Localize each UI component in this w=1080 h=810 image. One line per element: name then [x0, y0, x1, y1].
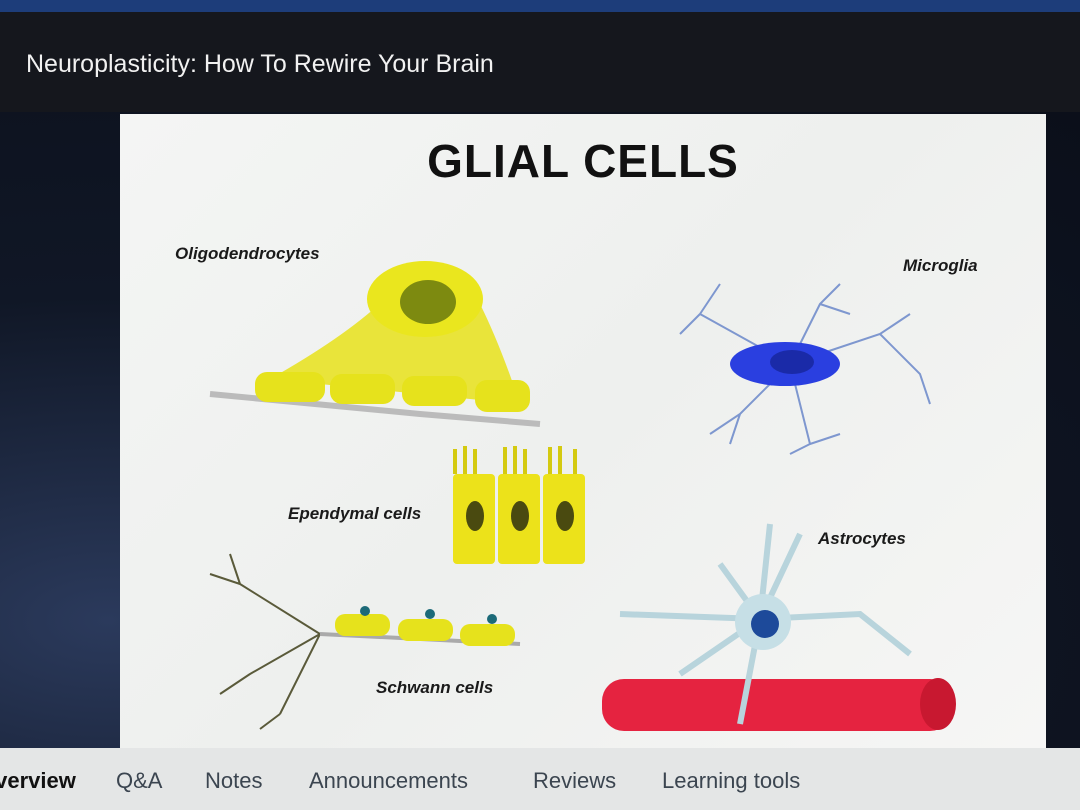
glial-cells-illustration: [209, 261, 956, 731]
tab-reviews[interactable]: Reviews: [533, 768, 617, 793]
label-oligodendrocytes: Oligodendrocytes: [175, 244, 320, 263]
microglia-illustration: [679, 283, 931, 455]
label-schwann: Schwann cells: [376, 678, 494, 697]
oligodendrocyte-illustration: [209, 261, 541, 427]
lecture-slide: GLIAL CELLS: [120, 114, 1046, 748]
tab-overview[interactable]: Overview: [0, 768, 76, 793]
label-astrocytes: Astrocytes: [818, 529, 906, 548]
window-edge: [0, 0, 1080, 12]
astrocyte-illustration: [602, 523, 956, 731]
label-microglia: Microglia: [903, 256, 978, 275]
slide-title: GLIAL CELLS: [427, 135, 739, 187]
course-title: Neuroplasticity: How To Rewire Your Brai…: [26, 50, 494, 78]
tab-announcements[interactable]: Announcements: [309, 768, 468, 793]
tab-qa[interactable]: Q&A: [116, 768, 163, 793]
course-header: Neuroplasticity: How To Rewire Your Brai…: [0, 12, 1080, 112]
label-ependymal: Ependymal cells: [288, 504, 422, 523]
ependymal-illustration: [453, 446, 585, 564]
tab-learning-tools[interactable]: Learning tools: [662, 768, 801, 793]
course-tabs: Overview Q&A Notes Announcements Reviews…: [0, 748, 1080, 810]
schwann-illustration: [209, 553, 521, 730]
tab-notes[interactable]: Notes: [205, 768, 263, 793]
